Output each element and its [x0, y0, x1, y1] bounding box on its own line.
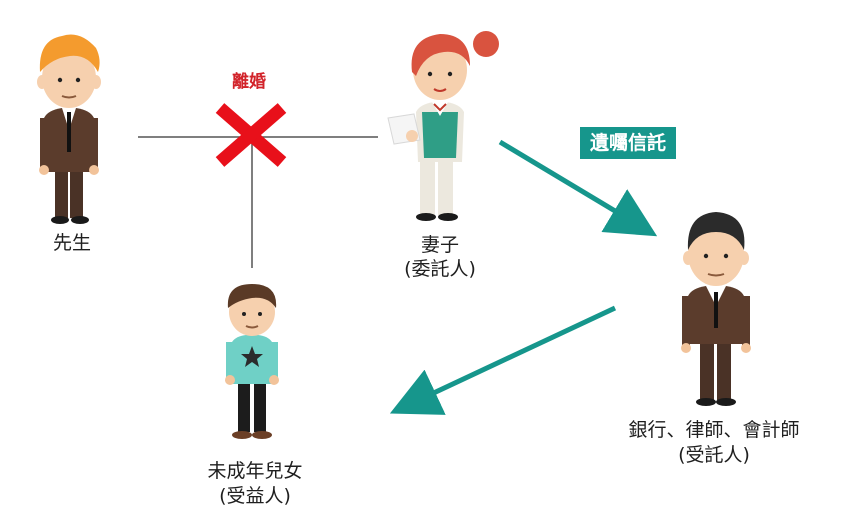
wife-role: (委託人): [404, 258, 476, 280]
husband-label: 先生: [52, 232, 92, 254]
husband-figure: [37, 34, 101, 224]
child-label: 未成年兒女: [207, 460, 303, 482]
divorce-cross-icon: [215, 103, 287, 167]
trust-badge: 遺囑信託: [580, 127, 677, 159]
trustee-label: 銀行、律師、會計師: [628, 419, 800, 441]
divorce-label: 離婚: [232, 72, 266, 92]
trustee-figure: [681, 212, 751, 406]
trust-arrow: [498, 139, 658, 237]
benefit-arrow: [389, 305, 617, 415]
wife-figure: [387, 31, 499, 221]
child-role: (受益人): [219, 485, 291, 507]
child-figure: [225, 284, 279, 439]
trustee-role: (受託人): [678, 444, 750, 466]
wife-label: 妻子: [420, 234, 460, 256]
